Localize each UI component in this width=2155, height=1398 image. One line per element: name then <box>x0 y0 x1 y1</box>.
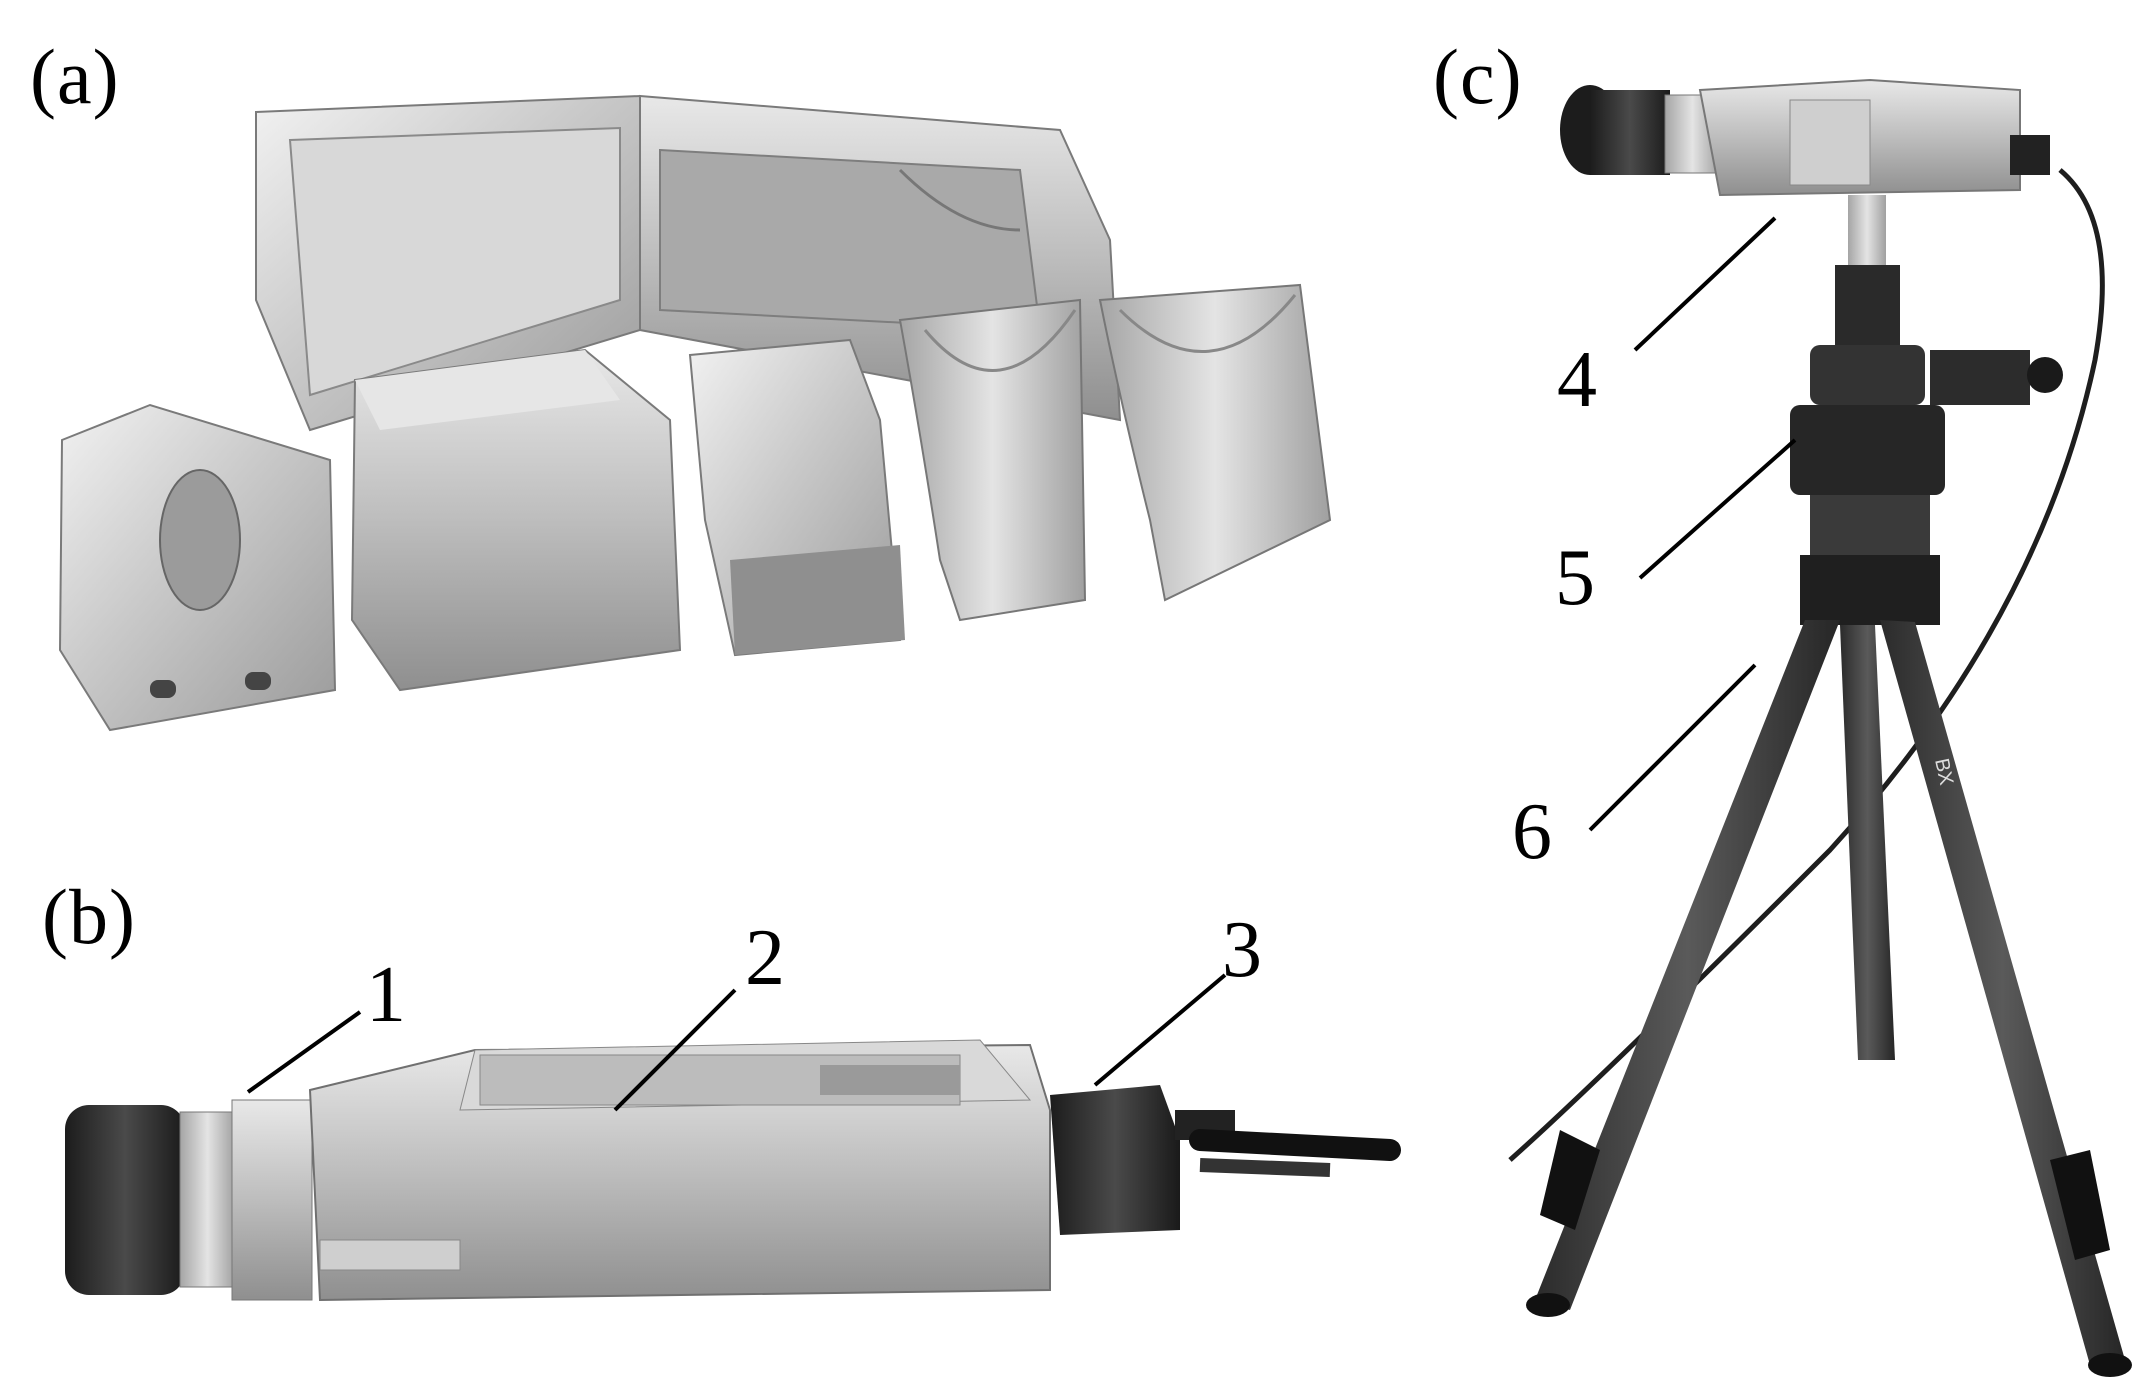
callout-number-5: 5 <box>1555 534 1595 622</box>
callout-number-3: 3 <box>1222 906 1262 994</box>
tripod-head-part <box>1790 195 2063 625</box>
leader-line-2 <box>613 988 737 1112</box>
leg-imprint-text: BX <box>1930 756 1957 787</box>
leader-line-5 <box>1638 438 1797 580</box>
left-bracket-part <box>58 403 337 732</box>
housing-body-part <box>308 1039 1051 1302</box>
saddle-clamp-part-1 <box>898 298 1087 622</box>
connector-part <box>1050 1085 1401 1235</box>
leader-line-1 <box>246 1010 362 1094</box>
callout-leaders <box>246 216 1797 1112</box>
panel-label-c: (c) <box>1433 33 1523 120</box>
callout-number-6: 6 <box>1512 788 1552 876</box>
camera-part <box>1560 78 2050 197</box>
middle-block-part <box>688 338 905 657</box>
leader-line-3 <box>1093 973 1227 1087</box>
leader-line-6 <box>1588 663 1757 832</box>
cable-line <box>1508 168 2105 1162</box>
callout-number-2: 2 <box>745 914 785 1002</box>
callout-number-4: 4 <box>1557 336 1597 424</box>
panel-label-a: (a) <box>30 33 120 120</box>
saddle-clamp-part-2 <box>1098 283 1332 602</box>
callout-number-1: 1 <box>366 951 406 1039</box>
panel-label-b: (b) <box>42 873 136 960</box>
square-block-part <box>350 348 682 692</box>
panel-c-photo: BX <box>1508 78 2132 1377</box>
lens-part <box>65 1099 313 1301</box>
panel-a-photo <box>58 94 1332 732</box>
leader-line-4 <box>1633 216 1777 352</box>
tripod-legs-part: BX <box>1526 620 2132 1377</box>
panel-b-photo <box>65 1039 1401 1302</box>
